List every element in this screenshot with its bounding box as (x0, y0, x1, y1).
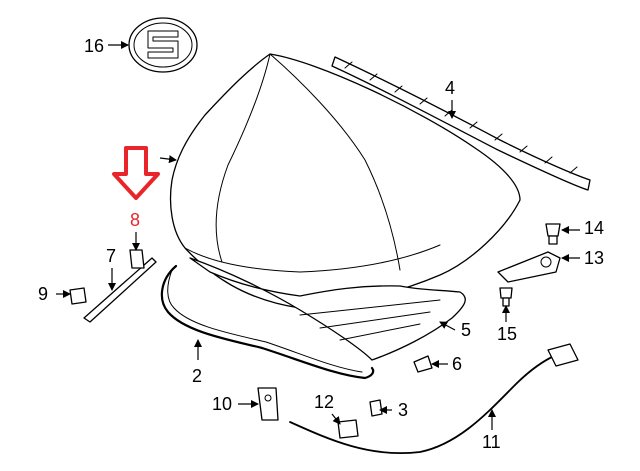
callout-6: 6 (452, 354, 462, 374)
callout-9: 9 (38, 284, 48, 304)
callout-14: 14 (584, 218, 604, 238)
clip-part-8 (129, 249, 145, 269)
callout-15: 15 (497, 324, 517, 344)
callout-16: 16 (84, 36, 104, 56)
hinge-part-10 (257, 387, 279, 421)
latch-part-13 (497, 251, 561, 283)
callout-4: 4 (445, 78, 455, 98)
callout-3: 3 (398, 400, 408, 420)
leader-lines (56, 41, 580, 430)
callout-13: 13 (584, 248, 604, 268)
highlight-arrow (112, 146, 160, 200)
hood-seal-part (331, 56, 591, 191)
callout-12: 12 (314, 392, 334, 412)
bolt-part-14 (545, 223, 561, 245)
fastener-part-3 (369, 399, 383, 417)
emblem-part (128, 17, 198, 73)
callout-2: 2 (192, 366, 202, 386)
release-cable-part (289, 343, 579, 455)
insulator-part (189, 257, 466, 361)
callout-8: 8 (130, 210, 140, 230)
callout-7: 7 (106, 246, 116, 266)
hood-rod-part (83, 257, 157, 323)
bumper-part-9 (69, 287, 87, 305)
bolt-part-15 (499, 287, 513, 307)
callout-11: 11 (482, 432, 501, 452)
front-seal-part (160, 264, 375, 380)
callout-labels: 2 3 4 5 6 7 8 9 10 11 12 13 14 15 16 (38, 36, 604, 452)
clip-part-12 (337, 419, 359, 439)
bumper-stop-part-6 (413, 355, 433, 373)
callout-5: 5 (461, 320, 471, 340)
hood-panel (169, 53, 521, 309)
callout-10: 10 (212, 394, 232, 414)
